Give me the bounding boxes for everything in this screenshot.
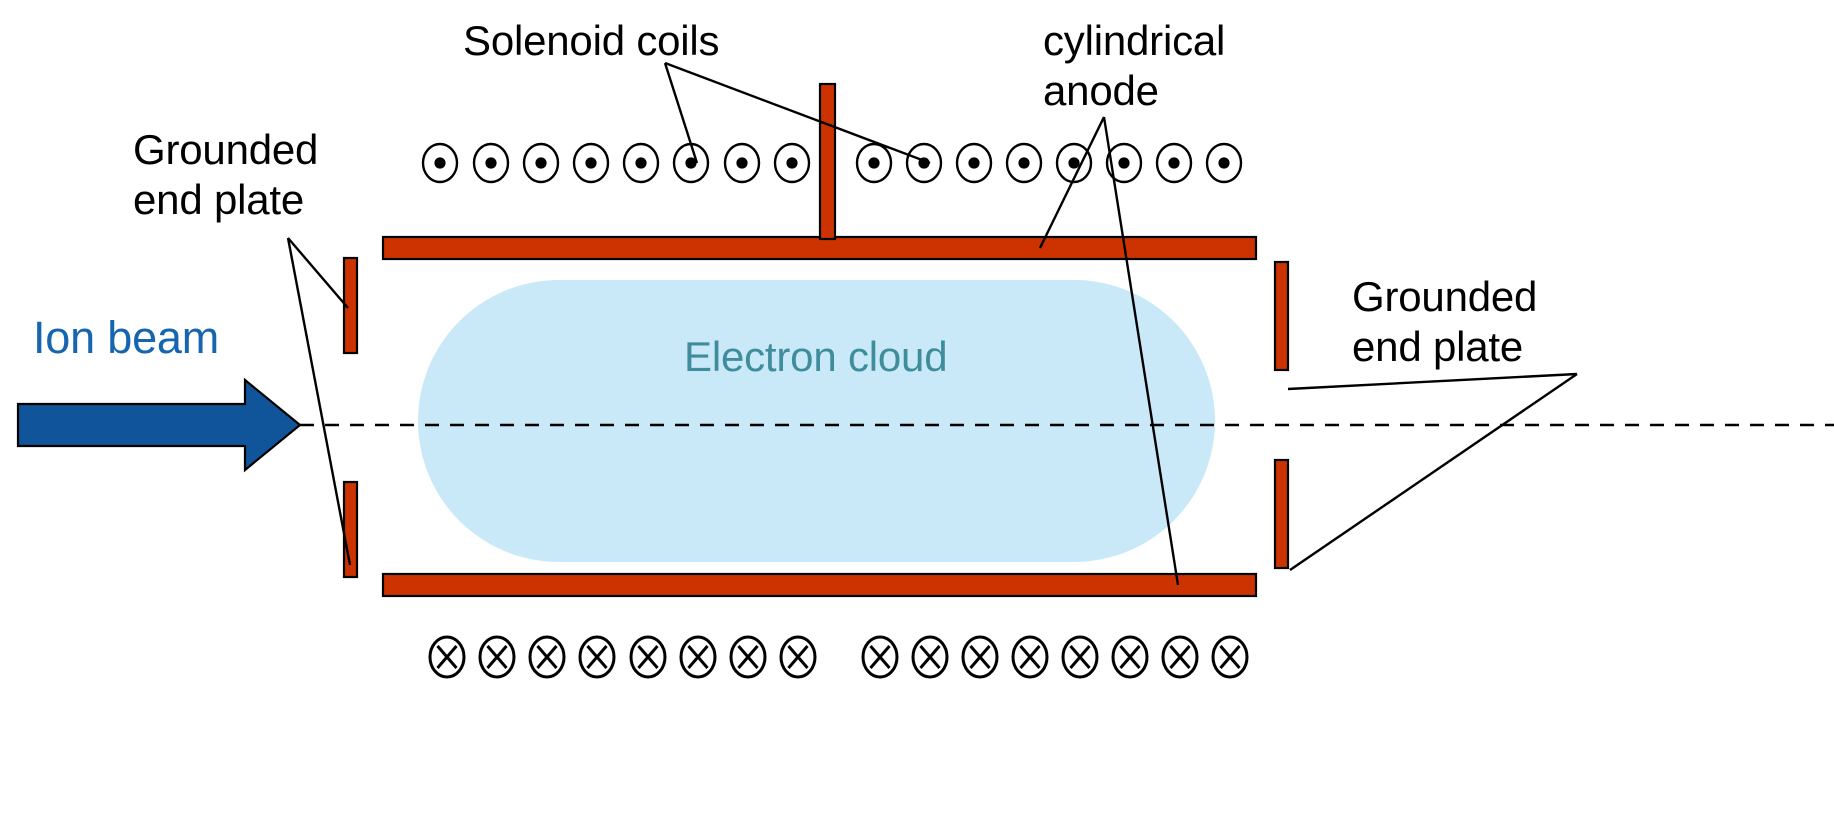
field-marker-cross	[911, 635, 949, 679]
end-plate-left-upper	[342, 256, 359, 355]
field-marker-cross	[679, 635, 717, 679]
label-grounded-end-plate-left: Grounded end plate	[133, 126, 319, 223]
field-marker-dot	[421, 142, 459, 184]
field-marker-dot	[1205, 142, 1243, 184]
field-marker-cross	[428, 635, 466, 679]
end-plate-right-lower	[1273, 458, 1290, 570]
label-ion-beam: Ion beam	[33, 312, 220, 363]
field-marker-cross	[1111, 635, 1149, 679]
field-marker-dot	[572, 142, 610, 184]
field-marker-cross	[961, 635, 999, 679]
leader-grounded-end-plate-left-b	[286, 237, 352, 566]
field-marker-cross	[578, 635, 616, 679]
label-cylindrical-anode: cylindrical anode	[1043, 17, 1226, 114]
label-solenoid-coils: Solenoid coils	[463, 17, 720, 64]
field-marker-row-bottom	[428, 635, 1249, 679]
field-marker-cross	[1161, 635, 1199, 679]
leader-cylindrical-anode-a	[1038, 116, 1106, 249]
field-marker-cross	[478, 635, 516, 679]
label-electron-cloud: Electron cloud	[684, 333, 948, 380]
field-marker-dot	[1155, 142, 1193, 184]
field-marker-dot	[773, 142, 811, 184]
field-marker-cross	[1211, 635, 1249, 679]
anode-stem	[818, 82, 837, 241]
field-marker-cross	[861, 635, 899, 679]
label-grounded-end-plate-right: Grounded end plate	[1352, 273, 1538, 370]
field-marker-dot	[522, 142, 560, 184]
field-marker-dot	[905, 142, 943, 184]
field-marker-dot	[723, 142, 761, 184]
field-marker-cross	[1061, 635, 1099, 679]
electron-cloud-region	[418, 280, 1215, 562]
leader-grounded-end-plate-left-a	[287, 237, 349, 309]
leader-grounded-end-plate-right-b	[1289, 373, 1578, 571]
field-marker-cross	[528, 635, 566, 679]
leader-cylindrical-anode-b	[1102, 116, 1180, 586]
leader-solenoid-coils-b	[664, 61, 931, 165]
leader-solenoid-coils-a	[663, 62, 699, 164]
field-marker-dot	[1005, 142, 1043, 184]
field-marker-dot	[955, 142, 993, 184]
field-marker-dot	[672, 142, 710, 184]
field-marker-dot	[472, 142, 510, 184]
ion-beam-arrow	[16, 377, 302, 473]
field-marker-cross	[1011, 635, 1049, 679]
end-plate-right-upper	[1273, 260, 1290, 372]
leader-grounded-end-plate-right-a	[1287, 372, 1578, 391]
anode-bottom-bar	[381, 572, 1258, 598]
field-marker-cross	[729, 635, 767, 679]
field-marker-dot	[622, 142, 660, 184]
field-marker-cross	[779, 635, 817, 679]
field-marker-dot	[855, 142, 893, 184]
field-marker-cross	[629, 635, 667, 679]
